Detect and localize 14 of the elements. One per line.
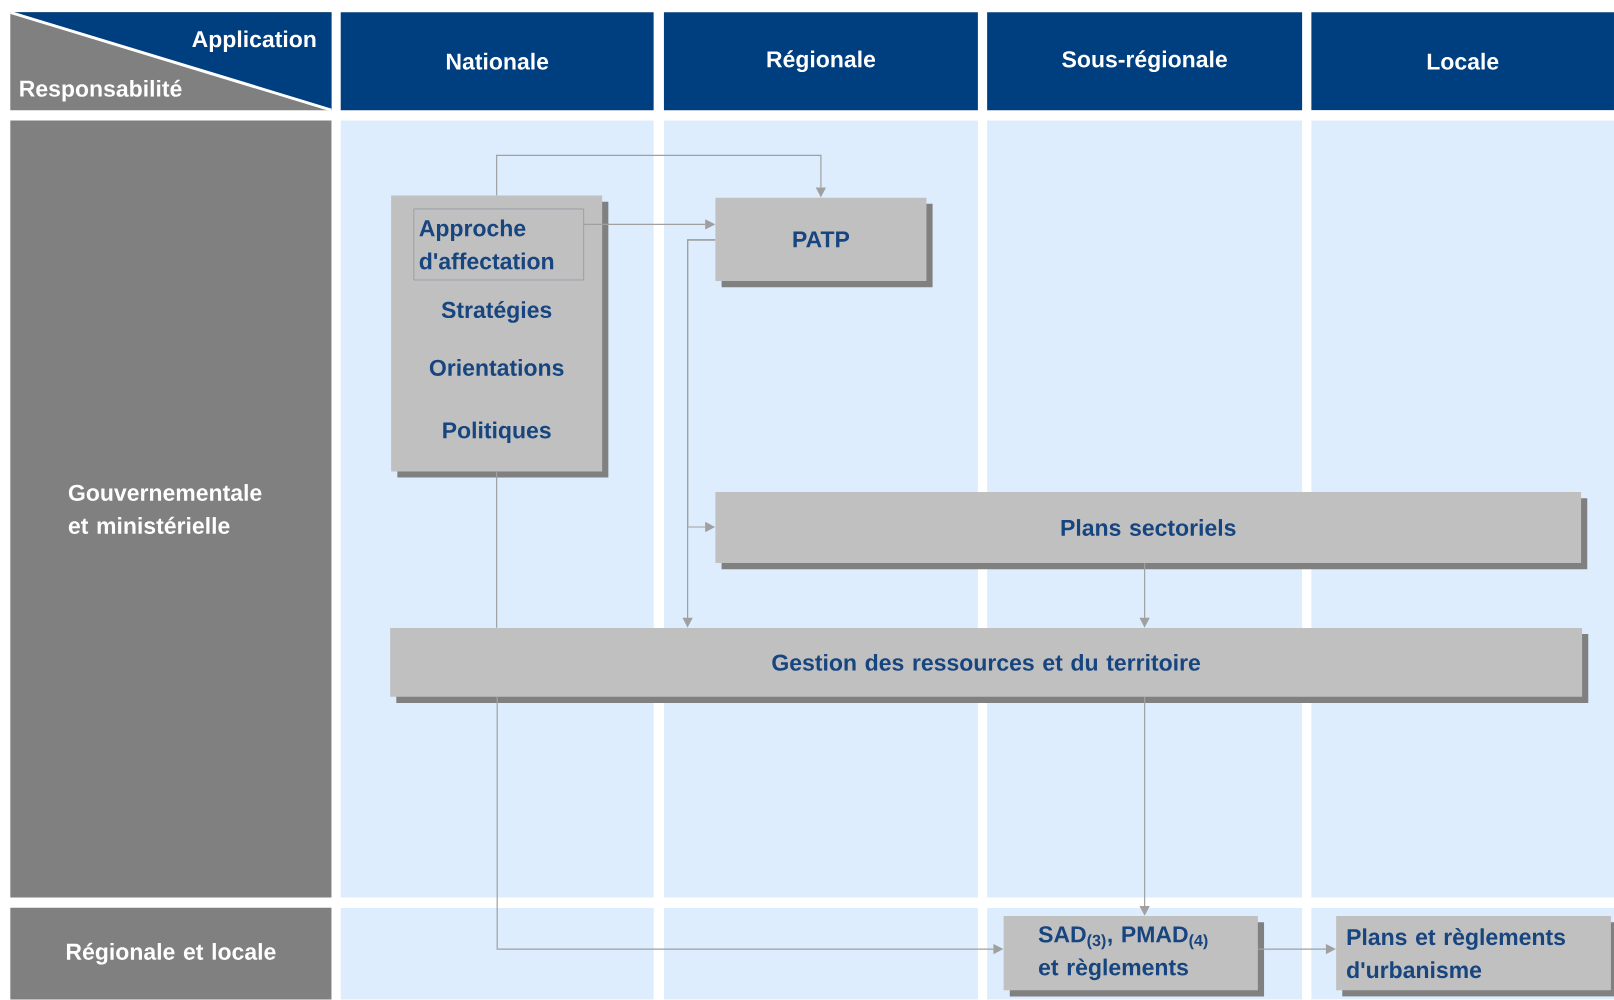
process-box: Gestion des ressources et du territoire	[390, 627, 1589, 704]
process-box: PATP	[715, 197, 933, 288]
highlight-box: Approche d'affectation	[413, 208, 584, 281]
connector-arrow	[1139, 696, 1150, 916]
column-header: Régionale	[663, 12, 978, 111]
process-box: Plans et règlements d'urbanisme	[1336, 916, 1614, 997]
column-header: Nationale	[340, 12, 654, 111]
row-header: Régionale et locale	[10, 907, 332, 1000]
column-header: Sous-régionale	[987, 12, 1303, 111]
column-header: Locale	[1311, 12, 1614, 111]
header-cell: Application Responsabilité	[9, 10, 332, 112]
process-box: SAD$_{(3)}$, PMAD$_{(4)}$ et règlements	[1003, 916, 1265, 997]
row-header: Gouvernementale et ministérielle	[10, 120, 332, 898]
process-box: Plans sectoriels	[715, 492, 1588, 570]
